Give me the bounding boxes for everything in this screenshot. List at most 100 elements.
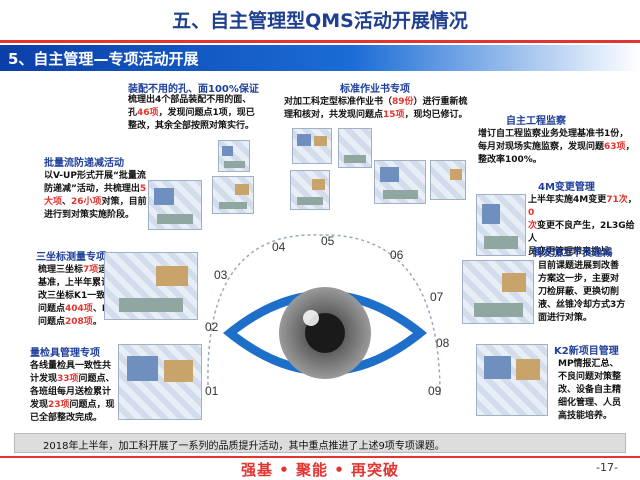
desc-line: 员变更管理带来挑战。 — [528, 246, 640, 259]
desc-line: 次变更不良产生，2L3G给人 — [528, 220, 640, 246]
desc-line: 改、设备自主精 — [558, 384, 621, 397]
project-01-image — [118, 344, 202, 420]
desc-text: 液、丝锥冷却方式3方 — [538, 300, 626, 310]
desc-text: 基准，上半年累计整 — [38, 278, 120, 288]
desc-line: 每月对现场实施监察，发现问题63项， — [478, 141, 635, 154]
highlight-value: 23项 — [48, 400, 70, 410]
desc-text: 进行到对策实施阶段。 — [44, 210, 135, 220]
project-05-image-2 — [338, 128, 372, 168]
highlight-value: 208项 — [65, 317, 93, 327]
desc-line: 对加工科定型标准作业书（89份）进行重新梳 — [284, 96, 468, 109]
project-05-title: 标准作业书专项 — [340, 84, 410, 95]
project-08-number: 08 — [436, 336, 450, 350]
highlight-value: 0 — [528, 208, 535, 218]
desc-text: 。 — [92, 317, 102, 327]
desc-text: 已全部整改完成。 — [30, 413, 103, 423]
highlight-value: 15项 — [383, 110, 405, 120]
project-08-image — [462, 260, 534, 324]
desc-line: 增订自工程监察业务处理基准书1份， — [478, 128, 635, 141]
desc-text: 发现 — [30, 400, 49, 410]
desc-line: 各班组每月送检累计 — [30, 386, 115, 399]
desc-text: 以V-UP形式开展“批量流 — [44, 171, 146, 181]
desc-line: 各线量检具一致性共 — [30, 360, 115, 373]
project-05-desc: 对加工科定型标准作业书（89份）进行重新梳理和核对，共发现问题点15项，现均已修… — [284, 96, 468, 122]
desc-line: 基准，上半年累计整 — [38, 277, 119, 290]
project-01-desc: 各线量检具一致性共计发现33项问题点、各班组每月送检累计发现23项问题点，现已全… — [30, 360, 115, 425]
desc-line: 孔46项，发现问题点1项，现已 — [128, 107, 255, 120]
summary-text: 2018年上半年，加工科开展了一系列的品质提升活动，其中重点推进了上述9项专项课… — [43, 441, 445, 452]
desc-text: 细化管理、人员 — [558, 398, 622, 408]
desc-line: 发现23项问题点，现 — [30, 399, 115, 412]
desc-text: 各班组每月送检累计 — [30, 387, 112, 397]
highlight-value: 次 — [528, 221, 538, 231]
desc-text: 变更不良产生，2L3G给人 — [528, 221, 635, 244]
desc-line: 整改，其余全部按照对策实行。 — [128, 120, 255, 133]
desc-text: ）进行重新梳 — [413, 97, 468, 107]
project-05-image — [292, 128, 332, 164]
desc-text: 每月对现场实施监察，发现问题 — [478, 142, 605, 152]
project-09-title: K2新项目管理 — [554, 346, 619, 357]
project-03-number: 03 — [214, 268, 228, 282]
desc-line: 以V-UP形式开展“批量流 — [44, 170, 147, 183]
highlight-value: 33项 — [57, 374, 79, 384]
desc-line: 面进行对策。 — [538, 312, 625, 325]
footer-divider — [0, 456, 640, 458]
project-06-title: 自主工程监察 — [506, 116, 566, 127]
slogan: 强基 • 聚能 • 再突破 — [240, 461, 400, 479]
desc-line: 目前课题进展到改善 — [538, 260, 625, 273]
highlight-value: 46项 — [137, 108, 159, 118]
desc-text: 问题点 — [38, 304, 66, 314]
desc-line: 进行到对策实施阶段。 — [44, 209, 147, 222]
desc-text: 增订自工程监察业务处理基准书1份， — [478, 129, 629, 139]
desc-text: ， — [625, 142, 635, 152]
desc-text: MP情报汇总、 — [558, 359, 619, 369]
desc-line: MP情报汇总、 — [558, 358, 621, 371]
project-06-image — [374, 160, 426, 204]
desc-text: ，现均已修订。 — [404, 110, 468, 120]
desc-line: 理和核对，共发现问题点15项，现均已修订。 — [284, 109, 468, 122]
highlight-value: 89份 — [392, 97, 414, 107]
project-07-number: 07 — [430, 290, 444, 304]
project-06-image-2 — [430, 160, 466, 200]
desc-text: 梳理三坐标 — [38, 265, 84, 275]
desc-text: 目前课题进展到改善 — [538, 261, 620, 271]
desc-line: 刀检屏蔽、更换切削 — [538, 286, 625, 299]
desc-line: 改三坐标K1一致性 — [38, 290, 119, 303]
desc-text: 问题点 — [38, 317, 66, 327]
desc-line: 已全部整改完成。 — [30, 412, 115, 425]
desc-text: 不良问题对策整 — [558, 372, 622, 382]
desc-text: 改、设备自主精 — [558, 385, 622, 395]
project-07-image — [476, 194, 526, 256]
desc-text: 高技能培养。 — [558, 411, 613, 421]
highlight-value: 63项 — [604, 142, 626, 152]
desc-text: 改三坐标K1一致性 — [38, 291, 115, 301]
desc-text: 方案这一步，主要对 — [538, 274, 620, 284]
desc-text: 各线量检具一致性共 — [30, 361, 112, 371]
project-04-image-2 — [212, 176, 254, 214]
project-08-title: 偶发加工不良递减 — [532, 248, 612, 259]
desc-text: 梳理出4个部品装配不用的面、 — [128, 95, 252, 105]
eye-graphic — [215, 258, 435, 408]
desc-text: 、 — [62, 197, 72, 207]
summary-bar: 2018年上半年，加工科开展了一系列的品质提升活动，其中重点推进了上述9项专项课… — [14, 433, 626, 453]
project-09-number: 09 — [428, 384, 442, 398]
title-divider — [0, 40, 640, 43]
project-06-desc: 增订自工程监察业务处理基准书1份，每月对现场实施监察，发现问题63项，整改率10… — [478, 128, 635, 167]
project-02-title: 三坐标测量专项 — [36, 252, 106, 263]
project-03-title: 批量流防递减活动 — [44, 158, 124, 169]
project-04-number: 04 — [272, 240, 286, 254]
desc-text: 孔 — [128, 108, 138, 118]
section-header-bar: 5、自主管理—专项活动开展 — [0, 45, 640, 71]
page-number: -17- — [596, 461, 618, 474]
project-04-title: 装配不用的孔、面100%保证 — [128, 84, 259, 95]
highlight-value: 404项 — [65, 304, 93, 314]
section-title: 5、自主管理—专项活动开展 — [8, 50, 199, 68]
project-06-number: 06 — [390, 248, 404, 262]
desc-line: 大项、26小项对策，目前 — [44, 196, 147, 209]
desc-text: 整改，其余全部按照对策实行。 — [128, 121, 255, 131]
desc-line: 液、丝锥冷却方式3方 — [538, 299, 625, 312]
desc-text: 问题点，现 — [69, 400, 115, 410]
desc-text: 整改率100%。 — [478, 155, 542, 165]
